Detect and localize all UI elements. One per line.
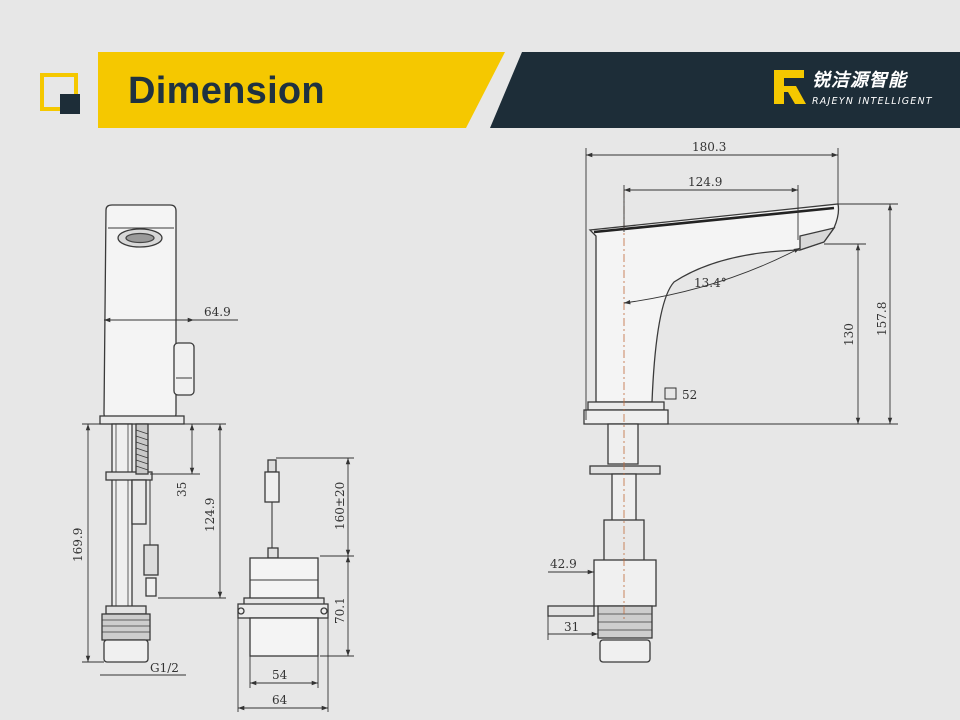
side-dim-64-9: 64.9 [204, 305, 231, 319]
box-dim-160: 160±20 [333, 482, 347, 530]
side-dim-169-9: 169.9 [71, 528, 85, 562]
side-view [99, 204, 195, 663]
front-dim-31: 31 [564, 620, 579, 634]
control-box [249, 557, 319, 601]
header-banner [40, 52, 960, 128]
brand-logo-icon [774, 70, 806, 104]
front-dim-130: 130 [842, 323, 856, 346]
brand-tagline: RAJEYN INTELLIGENT [812, 96, 933, 107]
box-dim-64: 64 [272, 693, 288, 707]
front-dim-124-9: 124.9 [688, 175, 722, 189]
brand-name: 锐洁源智能 [812, 70, 907, 91]
front-dim-angle: 13.4° [694, 276, 727, 290]
front-dim-180-3: 180.3 [692, 140, 726, 154]
square-symbol [664, 387, 677, 400]
control-box-dimensions [237, 457, 354, 712]
front-dim-52: 52 [682, 388, 697, 402]
logo-outline-square [40, 73, 78, 111]
side-dim-124-9: 124.9 [203, 498, 217, 532]
front-dim-42-9: 42.9 [550, 557, 577, 571]
front-dim-157-8: 157.8 [875, 302, 889, 336]
side-dimensions [82, 317, 238, 676]
side-dim-thread: G1/2 [150, 661, 179, 675]
control-box-view [237, 459, 329, 657]
front-dimensions [547, 148, 898, 640]
title-band [98, 52, 505, 128]
box-dim-54: 54 [272, 668, 288, 682]
front-view [547, 203, 840, 663]
side-dim-35: 35 [175, 482, 189, 497]
page-title: Dimension [128, 70, 325, 112]
logo-dark-square [60, 94, 80, 114]
brand-band [490, 52, 960, 128]
side-lever [173, 342, 195, 396]
box-dim-70-1: 70.1 [333, 597, 347, 624]
